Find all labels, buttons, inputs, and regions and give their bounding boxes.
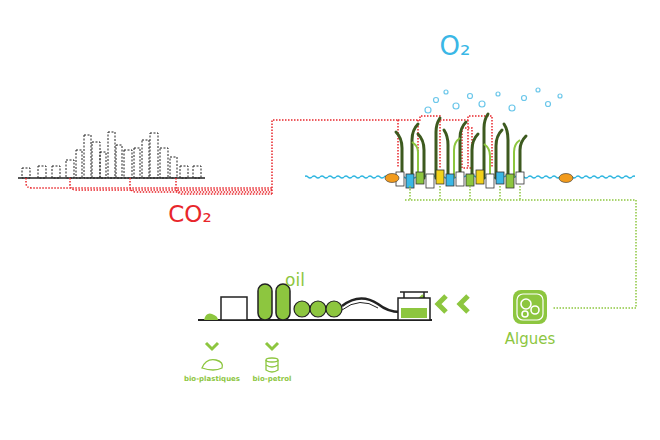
- processing-unit: [221, 297, 247, 320]
- buoy: [385, 174, 399, 183]
- tank: [276, 284, 290, 320]
- oil-sphere: [294, 301, 310, 317]
- product-label: oil: [285, 272, 305, 289]
- algae-icon-node: Algues: [505, 288, 556, 348]
- culture-fill: [401, 308, 427, 318]
- seaweed: [396, 114, 526, 178]
- output-chevron: [266, 343, 278, 349]
- gas-label: O₂: [440, 33, 471, 59]
- farm-modules: [396, 170, 524, 188]
- bioplastic-icon: [202, 360, 222, 370]
- gas-label: CO₂: [168, 203, 211, 226]
- algae-icon: [511, 288, 549, 326]
- output-chevron: [206, 343, 218, 349]
- oxygen-bubbles: [425, 88, 562, 113]
- co2-duct: [26, 116, 492, 194]
- algae-duct: [405, 186, 636, 308]
- culture-tank: [398, 298, 430, 320]
- city-skyline: [22, 132, 201, 178]
- node-label: Algues: [505, 330, 556, 348]
- oil-sphere: [310, 301, 326, 317]
- product-label: bio-petrol: [253, 376, 292, 383]
- biomass: [204, 314, 218, 320]
- barrel-icon: [266, 358, 278, 372]
- tank: [258, 284, 272, 320]
- pipe: [342, 298, 400, 312]
- oil-sphere: [326, 301, 342, 317]
- culture-frame: [400, 292, 428, 298]
- pipe: [342, 302, 378, 310]
- buoy: [559, 174, 573, 183]
- product-label: bio-plastiques: [184, 376, 240, 383]
- city-ground: [18, 177, 205, 179]
